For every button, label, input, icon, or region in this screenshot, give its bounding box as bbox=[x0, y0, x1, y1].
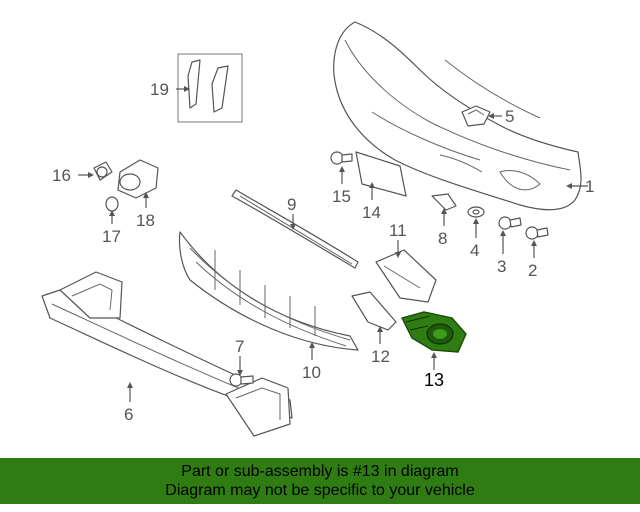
callout-labels: 1 2 3 4 5 6 7 8 9 10 11 12 13 14 15 16 1… bbox=[52, 80, 594, 424]
callout-5: 5 bbox=[505, 107, 514, 126]
part-12-side-trim[interactable] bbox=[351, 291, 397, 331]
part-16-sensor[interactable] bbox=[93, 161, 113, 181]
callout-9: 9 bbox=[287, 195, 296, 214]
callout-8: 8 bbox=[438, 229, 447, 248]
part-19-brackets[interactable] bbox=[177, 53, 243, 123]
callout-10: 10 bbox=[302, 363, 321, 382]
part-1-bumper-cover[interactable] bbox=[333, 21, 582, 211]
callout-17: 17 bbox=[102, 227, 121, 246]
parts-diagram: 1 2 3 4 5 6 7 8 9 10 11 12 13 14 15 16 1… bbox=[41, 21, 594, 437]
banner-line-2: Diagram may not be specific to your vehi… bbox=[165, 482, 475, 499]
callout-11: 11 bbox=[389, 221, 407, 240]
callout-4: 4 bbox=[470, 241, 479, 260]
part-11-bracket[interactable] bbox=[375, 249, 437, 303]
callout-7: 7 bbox=[235, 337, 244, 356]
callout-14: 14 bbox=[362, 203, 381, 222]
part-4-washer[interactable] bbox=[467, 206, 485, 218]
callout-16: 16 bbox=[52, 166, 71, 185]
part-6-reinforcement-bar[interactable] bbox=[41, 271, 293, 437]
callout-19: 19 bbox=[150, 80, 169, 99]
callout-15: 15 bbox=[332, 187, 351, 206]
part-14-plate-bracket[interactable] bbox=[355, 151, 407, 197]
part-9-upper-grille[interactable] bbox=[231, 189, 359, 269]
part-8-trim[interactable] bbox=[431, 193, 457, 211]
callout-2: 2 bbox=[528, 261, 537, 280]
callout-leaders bbox=[78, 86, 588, 402]
part-5-clip[interactable] bbox=[461, 105, 491, 127]
part-13-fog-lamp-bezel[interactable] bbox=[400, 311, 467, 353]
part-2-bolt[interactable] bbox=[525, 226, 549, 240]
part-3-bolt[interactable] bbox=[498, 216, 522, 230]
callout-12: 12 bbox=[371, 347, 390, 366]
info-banner: Part or sub-assembly is #13 in diagram D… bbox=[0, 458, 640, 504]
part-18-sensor-bracket[interactable] bbox=[117, 159, 159, 199]
part-15-screw[interactable] bbox=[330, 151, 353, 165]
callout-18: 18 bbox=[136, 211, 155, 230]
part-7-bolt[interactable] bbox=[229, 373, 254, 387]
callout-6: 6 bbox=[124, 405, 133, 424]
callout-1: 1 bbox=[585, 177, 594, 196]
part-10-lower-grille[interactable] bbox=[178, 231, 359, 351]
callout-3: 3 bbox=[497, 257, 506, 276]
banner-line-1: Part or sub-assembly is #13 in diagram bbox=[181, 463, 459, 480]
part-17-grommet[interactable] bbox=[105, 196, 119, 212]
callout-13: 13 bbox=[424, 370, 444, 390]
